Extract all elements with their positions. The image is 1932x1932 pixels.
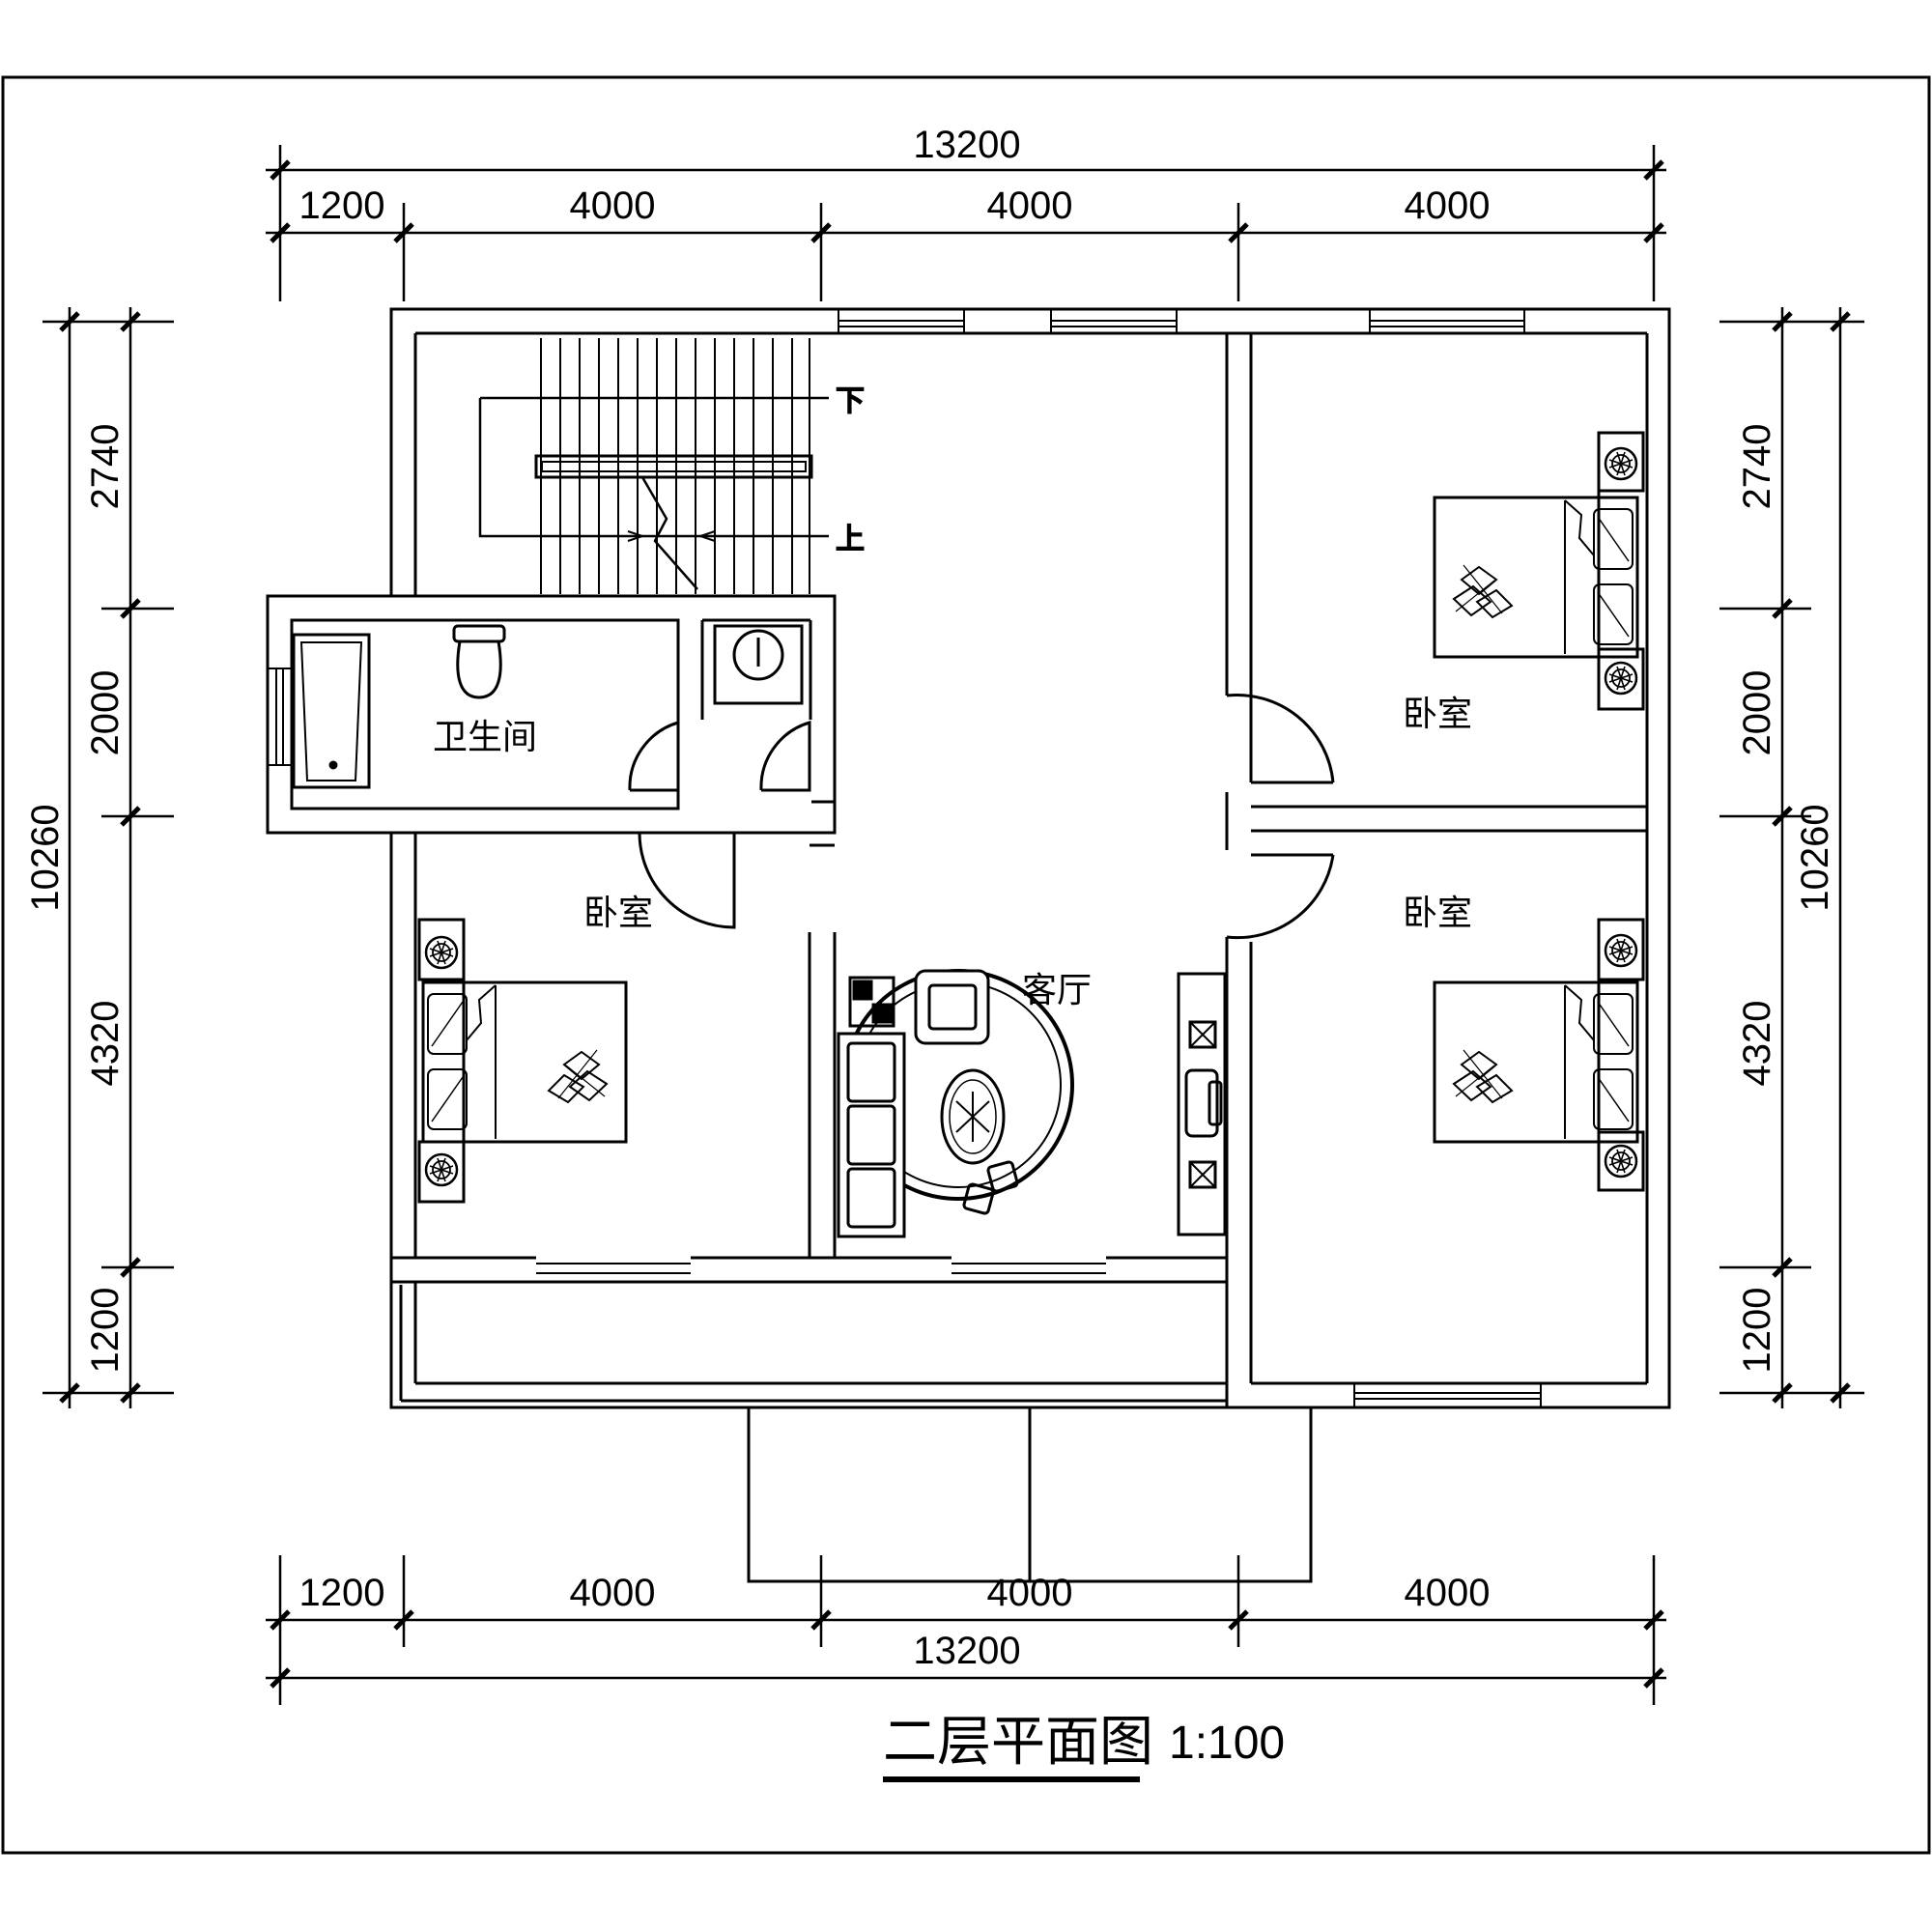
room-label-living-room: 客厅 xyxy=(1022,971,1092,1010)
door-swing xyxy=(1226,693,1335,783)
bathtub xyxy=(292,633,371,789)
stair-down-label: 下 xyxy=(836,384,865,418)
dim-top-segment: 4000 xyxy=(570,185,656,227)
dim-bottom-segment: 4000 xyxy=(570,1572,656,1614)
room-label-bedroom-right-top: 卧室 xyxy=(1403,695,1472,734)
door-swing xyxy=(638,832,736,929)
dim-top-segment: 4000 xyxy=(1405,185,1491,227)
drawing-scale: 1:100 xyxy=(1169,1718,1285,1769)
door-swing xyxy=(1226,854,1335,940)
nightstands xyxy=(417,431,1645,1204)
dim-bottom-total: 13200 xyxy=(913,1630,1020,1672)
drawing-frame xyxy=(1,75,1931,1855)
room-label-bedroom-right-bottom: 卧室 xyxy=(1403,894,1472,933)
washbasin xyxy=(713,624,804,705)
drawing-title: 二层平面图 xyxy=(883,1711,1153,1774)
staircase: 下 上 xyxy=(478,338,866,594)
room-label-bathroom: 卫生间 xyxy=(433,718,537,757)
window xyxy=(1353,1382,1542,1408)
living-room-furniture xyxy=(837,969,1227,1238)
dim-bottom-segment: 4000 xyxy=(1405,1572,1491,1614)
bed xyxy=(1433,980,1639,1144)
dim-right-total: 10260 xyxy=(1794,804,1836,911)
window xyxy=(267,668,293,766)
dim-right-segment: 2740 xyxy=(1736,424,1778,510)
toilet xyxy=(452,624,506,699)
stair-up-label: 上 xyxy=(836,523,865,556)
dim-bottom-segment: 1200 xyxy=(299,1572,385,1614)
dim-left-segment: 1200 xyxy=(84,1288,127,1374)
door-swing xyxy=(759,720,811,792)
dim-right-segment: 4320 xyxy=(1736,1001,1778,1087)
room-label-bedroom-left: 卧室 xyxy=(583,894,653,933)
dim-top-segment: 1200 xyxy=(299,185,385,227)
dimension-ticks xyxy=(59,159,1851,1689)
dim-left-segment: 2000 xyxy=(84,670,127,756)
bed xyxy=(421,980,628,1144)
dim-right-segment: 1200 xyxy=(1736,1288,1778,1374)
door-swing xyxy=(628,720,680,792)
dimension-lines xyxy=(43,145,1864,1705)
dim-top-segment: 4000 xyxy=(987,185,1073,227)
dim-right-segment: 2000 xyxy=(1736,670,1778,756)
bed xyxy=(1433,496,1639,659)
dim-top-total: 13200 xyxy=(913,124,1020,166)
doors xyxy=(628,693,1335,940)
windows xyxy=(267,308,1542,1408)
dim-left-total: 10260 xyxy=(24,804,67,911)
dim-left-segment: 2740 xyxy=(84,424,127,510)
dim-left-segment: 4320 xyxy=(84,1001,127,1087)
